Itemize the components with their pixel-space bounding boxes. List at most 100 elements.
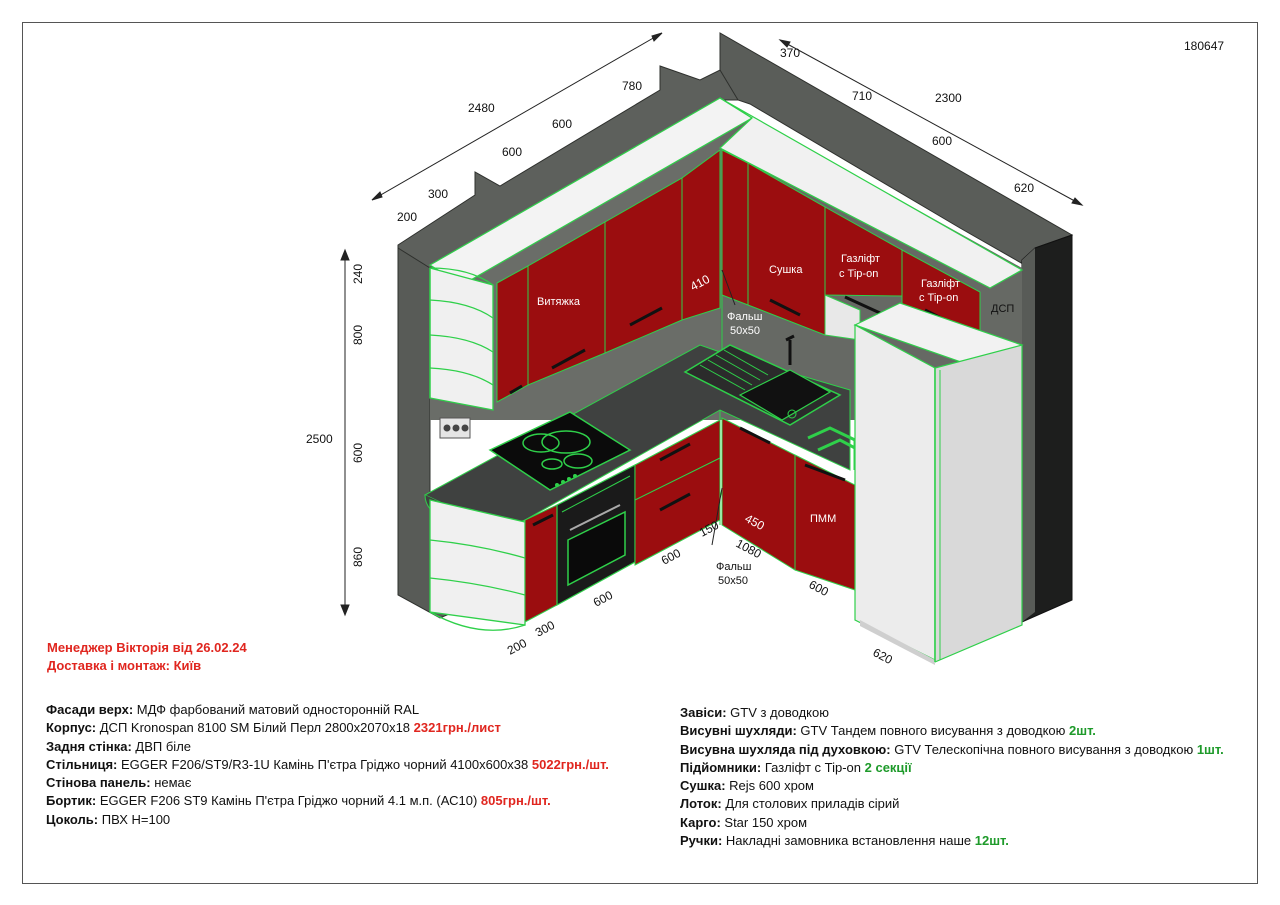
- label-falsh-upper-line1: Фальш: [727, 311, 763, 323]
- dim-right-710: 710: [852, 89, 872, 103]
- socket-block: [439, 417, 471, 439]
- spec-right-row: Ручки: Накладні замовника встановлення н…: [680, 832, 1224, 850]
- spec-right-text: GTV з доводкою: [726, 705, 829, 720]
- dim-right-600: 600: [932, 134, 952, 148]
- spec-right-text: Газліфт с Tip-on: [761, 759, 865, 775]
- dim-height-240: 240: [351, 264, 365, 284]
- dim-left-300: 300: [428, 187, 448, 201]
- dim-height-600: 600: [351, 443, 365, 463]
- spec-left-row: Бортик: EGGER F206 ST9 Камінь П'єтра Грі…: [46, 792, 609, 810]
- spec-left-row: Корпус: ДСП Kronospan 8100 SM Білий Перл…: [46, 719, 609, 737]
- dim-bottom-200: 200: [505, 636, 530, 658]
- label-falsh-lower-line1: Фальш: [716, 561, 752, 573]
- label-gaslift2-line1: Газліфт: [921, 278, 960, 290]
- specs-left: Фасади верх: МДФ фарбований матовий одно…: [46, 701, 609, 829]
- spec-right-text: Star 150 хром: [720, 814, 808, 830]
- spec-right-text: GTV Тандем повного висування з доводкою: [796, 723, 1070, 739]
- dimension-labels: 180647 2480 780 600 600 300 200 370 710 …: [306, 39, 1224, 667]
- spec-left-label: Бортик:: [46, 793, 97, 809]
- spec-right-label: Підйомники:: [680, 759, 762, 775]
- spec-left-row: Стільниця: EGGER F206/ST9/R3-1U Камінь П…: [46, 756, 609, 774]
- spec-right-highlight: 2 секції: [864, 759, 912, 775]
- spec-right-label: Завіси:: [680, 705, 727, 720]
- part-labels: Витяжка Сушка Газліфт с Tip-on Газліфт с…: [537, 253, 1014, 587]
- label-falsh-lower-line2: 50x50: [718, 575, 748, 587]
- spec-left-text: EGGER F206 ST9 Камінь П'єтра Гріджо чорн…: [96, 793, 481, 809]
- label-gaslift2-line2: с Tip-on: [919, 292, 958, 304]
- spec-right-row: Карго: Star 150 хром: [680, 814, 1224, 832]
- label-falsh-upper-line2: 50x50: [730, 325, 760, 337]
- dim-left-600b: 600: [502, 145, 522, 159]
- label-dryer: Сушка: [769, 264, 803, 276]
- spec-right-highlight: 12шт.: [974, 833, 1009, 849]
- spec-right-text: Для столових приладів сірий: [721, 796, 900, 812]
- delivery-line: Доставка і монтаж: Київ: [47, 658, 202, 673]
- spec-right-highlight: 1шт.: [1196, 741, 1224, 757]
- spec-left-row: Стінова панель: немає: [46, 774, 609, 792]
- spec-right-label: Висувна шухляда під духовкою:: [680, 741, 891, 757]
- spec-right-row: Завіси: GTV з доводкою: [680, 704, 1224, 722]
- dim-bottom-right-620: 620: [871, 645, 896, 667]
- dim-height-860: 860: [351, 547, 365, 567]
- dim-bottom-300: 300: [533, 618, 558, 640]
- spec-left-label: Цоколь:: [46, 811, 99, 827]
- dim-height-total: 2500: [306, 432, 333, 446]
- drawing-frame: [22, 22, 1258, 884]
- spec-left-row: Фасади верх: МДФ фарбований матовий одно…: [46, 701, 609, 719]
- countertop: [423, 334, 851, 531]
- spec-right-row: Лоток: Для столових приладів сірий: [680, 795, 1224, 813]
- upper-cabinets-left: [429, 149, 721, 411]
- spec-left-label: Задня стінка:: [46, 738, 132, 754]
- spec-left-text: ДВП біле: [131, 738, 192, 754]
- lower-cabinets-right: [721, 417, 857, 591]
- dim-left-200: 200: [397, 210, 417, 224]
- spec-right-label: Лоток:: [680, 796, 722, 812]
- dimension-lines: [340, 32, 1084, 617]
- upper-cabinets-top: [428, 97, 1024, 289]
- dim-bottom-600b: 600: [591, 588, 616, 610]
- spec-right-highlight: 2шт.: [1069, 723, 1096, 739]
- spec-right-row: Висувні шухляди: GTV Тандем повного вису…: [680, 722, 1224, 740]
- spec-left-label: Фасади верх:: [46, 702, 134, 717]
- spec-right-label: Карго:: [680, 814, 721, 830]
- spec-right-row: Висувна шухляда під духовкою: GTV Телеск…: [680, 741, 1224, 759]
- label-dishwasher: ПММ: [810, 513, 836, 525]
- spec-right-label: Ручки:: [680, 833, 723, 849]
- spec-left-text: EGGER F206/ST9/R3-1U Камінь П'єтра Грідж…: [117, 756, 532, 772]
- spec-left-row: Задня стінка: ДВП біле: [46, 738, 609, 756]
- dim-left-600a: 600: [552, 117, 572, 131]
- spec-right-label: Сушка:: [680, 778, 726, 794]
- spec-left-label: Стінова панель:: [46, 775, 151, 791]
- spec-left-row: Цоколь: ПВХ Н=100: [46, 811, 609, 829]
- upper-cabinets-right: [721, 149, 981, 400]
- spec-left-highlight: 805грн./шт.: [480, 793, 551, 809]
- dim-left-780: 780: [622, 79, 642, 93]
- dim-right-total: 2300: [935, 91, 962, 105]
- dim-right-620: 620: [1014, 181, 1034, 195]
- tall-cabinet: [853, 302, 1024, 665]
- label-gaslift1-line1: Газліфт: [841, 253, 880, 265]
- spec-right-row: Підйомники: Газліфт с Tip-on 2 секції: [680, 759, 1224, 777]
- spec-left-text: МДФ фарбований матовий односторонній RAL: [133, 702, 420, 717]
- spec-right-label: Висувні шухляди:: [680, 723, 797, 739]
- spec-right-text: Rejs 600 хром: [725, 778, 814, 794]
- spec-left-text: ДСП Kronospan 8100 SM Білий Перл 2800x20…: [96, 720, 414, 736]
- spec-left-label: Стільниця:: [46, 756, 118, 772]
- label-hood: Витяжка: [537, 296, 581, 308]
- spec-left-highlight: 5022грн./шт.: [531, 756, 609, 772]
- dim-right-370: 370: [780, 46, 800, 60]
- spec-left-text: ПВХ Н=100: [98, 811, 171, 827]
- label-chipboard: ДСП: [991, 303, 1014, 315]
- spec-left-text: немає: [150, 775, 192, 791]
- label-gaslift1-line2: с Tip-on: [839, 268, 878, 280]
- manager-line: Менеджер Вікторія від 26.02.24: [47, 640, 247, 655]
- spec-right-text: Накладні замовника встановлення наше: [722, 833, 975, 849]
- spec-left-highlight: 2321грн./лист: [413, 720, 501, 736]
- lower-cabinets-left: [429, 410, 721, 631]
- spec-left-label: Корпус:: [46, 720, 97, 736]
- order-number: 180647: [1184, 39, 1224, 53]
- spec-right-row: Сушка: Rejs 600 хром: [680, 777, 1224, 795]
- dim-height-800: 800: [351, 325, 365, 345]
